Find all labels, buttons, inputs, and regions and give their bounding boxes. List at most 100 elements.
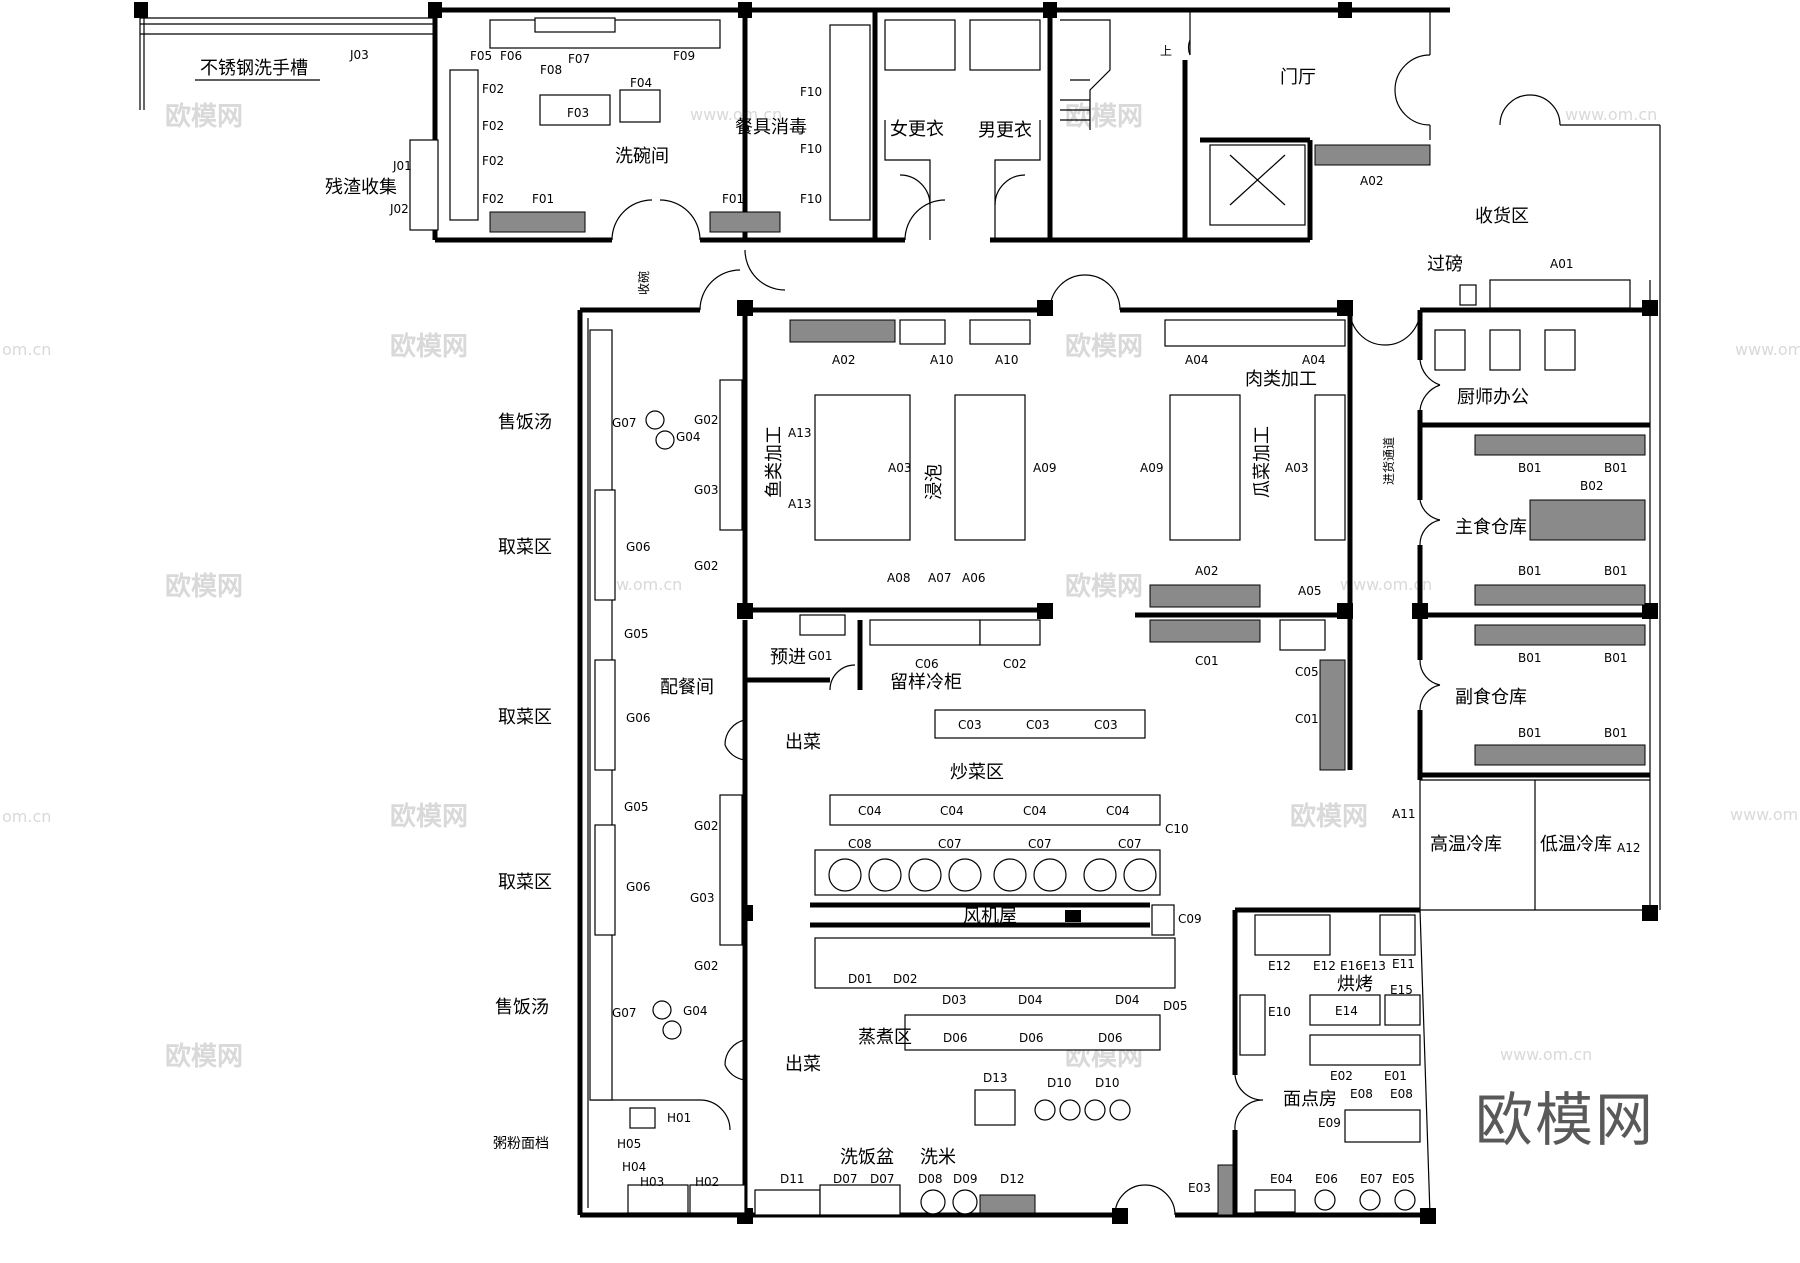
code-label: D03: [942, 993, 967, 1007]
code-label: C03: [958, 718, 982, 732]
room-label-pastry: 面点房: [1283, 1089, 1337, 1110]
code-label: A08: [887, 571, 910, 585]
code-label: B01: [1604, 564, 1628, 578]
code-label: G05: [624, 627, 649, 641]
code-label: A10: [930, 353, 953, 367]
code-label: B01: [1518, 564, 1542, 578]
code-label: E03: [1188, 1181, 1211, 1195]
watermark-url: www.om.cn: [1730, 805, 1800, 824]
code-label: D07: [833, 1172, 858, 1186]
code-label: D08: [918, 1172, 943, 1186]
side-label: 粥粉面档: [493, 1135, 549, 1152]
code-label: F03: [567, 106, 589, 120]
code-label: C09: [1178, 912, 1202, 926]
code-label: A03: [1285, 461, 1308, 475]
code-label: F09: [673, 49, 695, 63]
equipment: [409, 17, 1646, 1216]
watermark: 欧模网: [390, 331, 468, 362]
room-label-wash-rice: 洗米: [920, 1147, 956, 1168]
room-label-weigh: 过磅: [1427, 254, 1463, 275]
code-label: E08: [1390, 1087, 1413, 1101]
code-label: C04: [1106, 804, 1130, 818]
code-label: C04: [858, 804, 882, 818]
code-label: G06: [626, 711, 651, 725]
room-label-sink: 不锈钢洗手槽: [200, 58, 308, 79]
code-label: A12: [1617, 841, 1640, 855]
code-label: D05: [1163, 999, 1188, 1013]
room-label-out-1: 出菜: [785, 732, 821, 753]
room-label-female: 女更衣: [890, 119, 944, 140]
code-label: J01: [392, 159, 412, 173]
room-label-veg: 瓜菜加工: [1252, 426, 1273, 498]
room-label-staple-store: 主食仓库: [1455, 517, 1527, 538]
code-label: G04: [676, 430, 701, 444]
room-label-out-2: 出菜: [785, 1054, 821, 1075]
code-label: B01: [1518, 461, 1542, 475]
code-label: E12: [1268, 959, 1291, 973]
code-label: C03: [1094, 718, 1118, 732]
room-labels: 不锈钢洗手槽 残渣收集 洗碗间 餐具消毒 女更衣 男更衣 门厅 收货区 过磅 肉…: [195, 44, 1612, 1168]
code-label: E09: [1318, 1116, 1341, 1130]
side-label: 售饭汤: [498, 412, 552, 433]
code-label: F08: [540, 63, 562, 77]
code-label: G02: [694, 559, 719, 573]
room-label-sample-fridge: 留样冷柜: [890, 672, 962, 693]
code-label: A07: [928, 571, 951, 585]
code-label: G02: [694, 413, 719, 427]
code-label: E07: [1360, 1172, 1383, 1186]
code-label: A06: [962, 571, 985, 585]
code-label: A02: [1195, 564, 1218, 578]
room-label-pre-entry: 预进: [770, 647, 806, 668]
code-label: C07: [1118, 837, 1142, 851]
code-label: D11: [780, 1172, 805, 1186]
code-label: C05: [1295, 665, 1319, 679]
code-label: H02: [695, 1175, 719, 1189]
code-label: A05: [1298, 584, 1321, 598]
code-label: H01: [667, 1111, 691, 1125]
code-label: F01: [722, 192, 744, 206]
watermark: 欧模网: [1065, 101, 1143, 132]
code-label: G07: [612, 416, 637, 430]
code-label: F01: [532, 192, 554, 206]
code-label: C04: [940, 804, 964, 818]
code-label: F10: [800, 192, 822, 206]
code-label: E02: [1330, 1069, 1353, 1083]
room-label-chef-office: 厨师办公: [1457, 387, 1529, 408]
room-label-receiving: 收货区: [1475, 206, 1529, 227]
code-label: D10: [1047, 1076, 1072, 1090]
code-label: G03: [694, 483, 719, 497]
room-label-residue: 残渣收集: [325, 177, 397, 198]
room-label-wash-pot: 洗饭盆: [840, 1147, 894, 1168]
watermark-url: www.om.cn: [690, 105, 782, 124]
code-label: E16: [1340, 959, 1363, 973]
code-label: J03: [349, 48, 369, 62]
code-label: B01: [1604, 726, 1628, 740]
code-label: D06: [1098, 1031, 1123, 1045]
code-label: G06: [626, 540, 651, 554]
code-label: F10: [800, 85, 822, 99]
code-label: C04: [1023, 804, 1047, 818]
watermark: 欧模网: [165, 101, 243, 132]
room-label-dishwash: 洗碗间: [615, 146, 669, 167]
room-label-serving: 配餐间: [660, 677, 714, 698]
watermark-url: www.om.cn: [1340, 575, 1432, 594]
code-label: B01: [1518, 726, 1542, 740]
code-label: F04: [630, 76, 652, 90]
code-label: G04: [683, 1004, 708, 1018]
code-label: H03: [640, 1175, 664, 1189]
code-label: A09: [1033, 461, 1056, 475]
code-label: A04: [1302, 353, 1325, 367]
room-label-fan-room: 风机屋: [963, 906, 1017, 927]
code-label: D06: [943, 1031, 968, 1045]
code-label: G01: [808, 649, 833, 663]
watermark: 欧模网: [1065, 331, 1143, 362]
code-label: A02: [832, 353, 855, 367]
watermark: 欧模网: [390, 801, 468, 832]
room-label-lo-cold: 低温冷库: [1540, 834, 1612, 855]
doors: [611, 39, 1561, 1216]
code-label: C06: [915, 657, 939, 671]
code-label: E13: [1363, 959, 1386, 973]
code-label: D04: [1115, 993, 1140, 1007]
code-label: G02: [694, 959, 719, 973]
